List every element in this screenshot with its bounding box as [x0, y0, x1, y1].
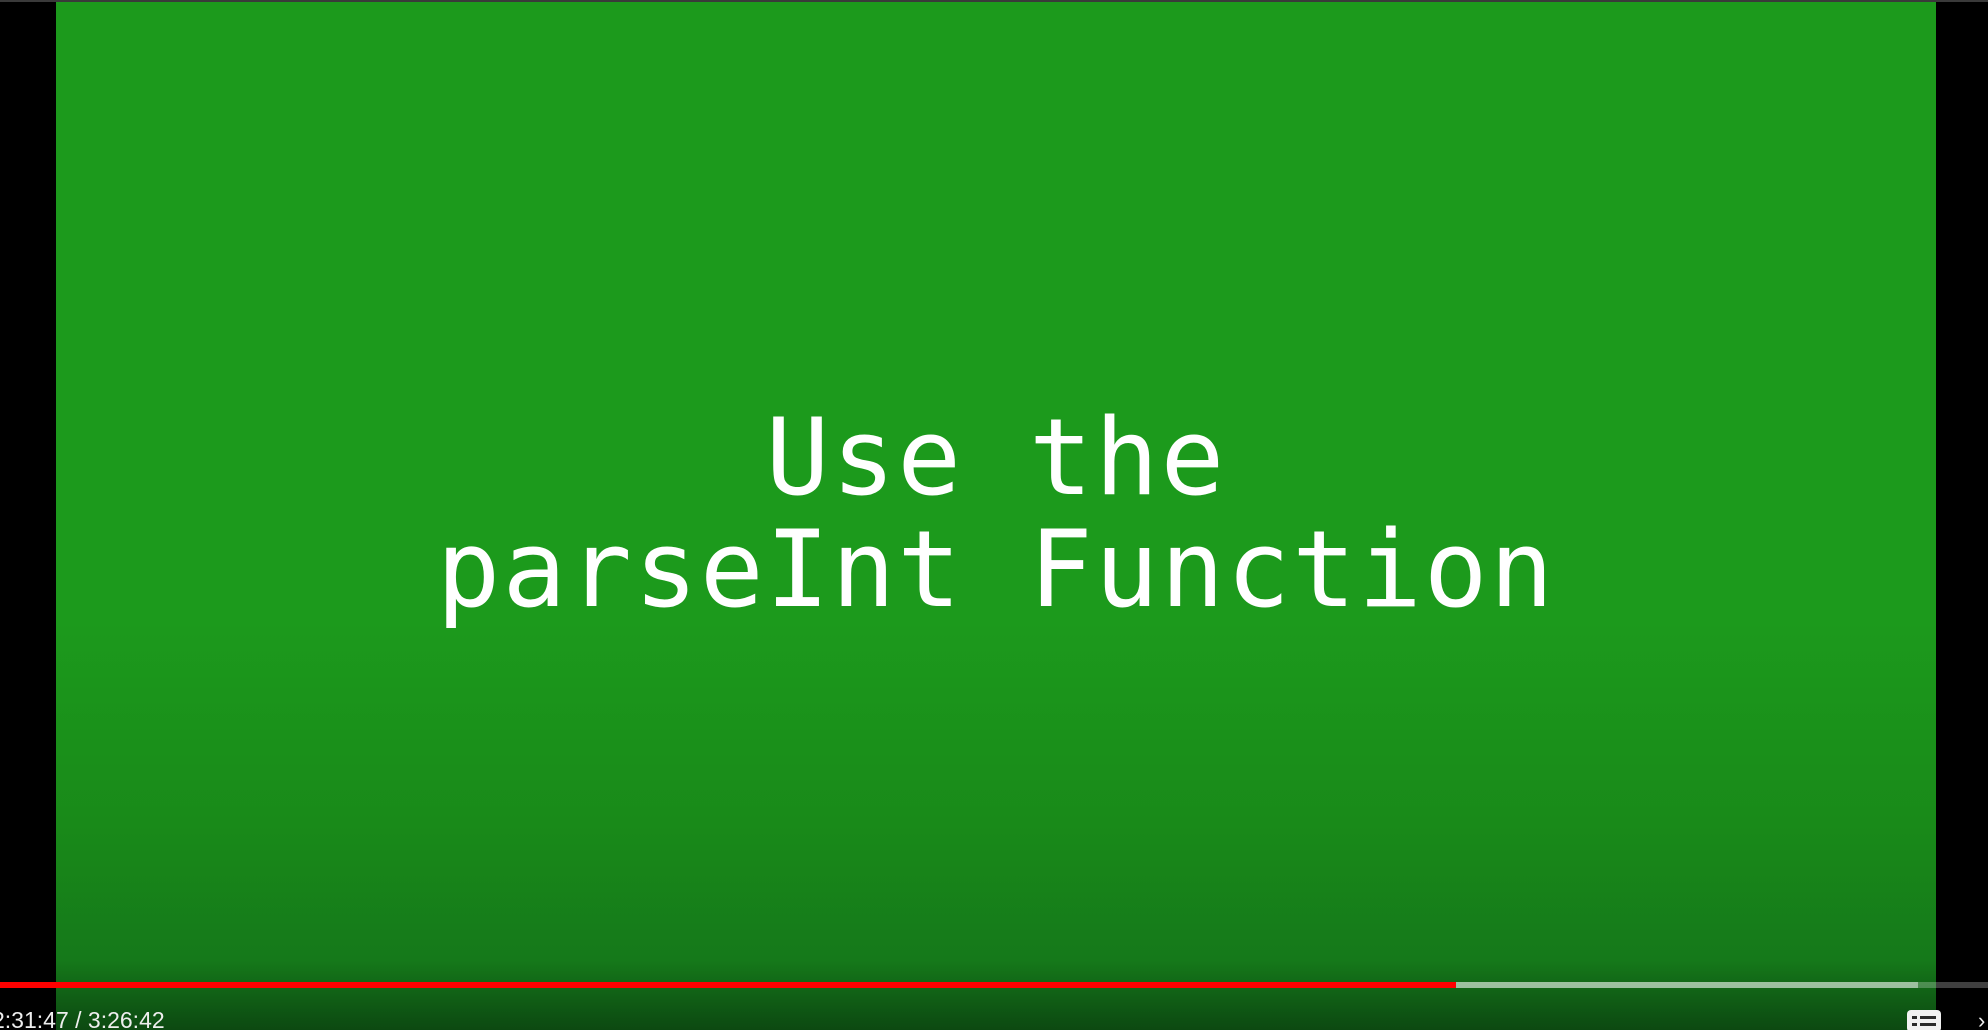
- controls-gradient: [0, 960, 1988, 1030]
- chapters-list-icon[interactable]: [1907, 1010, 1941, 1030]
- player-top-border: [0, 0, 1988, 2]
- overflow-button-edge[interactable]: ›: [1978, 1008, 1986, 1030]
- slide-title-line-2: parseInt Function: [436, 508, 1556, 631]
- progress-bar[interactable]: [0, 982, 1988, 988]
- time-display: 2:31:47 / 3:26:42: [0, 1006, 165, 1030]
- current-time: 2:31:47: [0, 1007, 69, 1030]
- slide-title: Use the parseInt Function: [56, 402, 1936, 626]
- time-separator: /: [68, 1007, 88, 1030]
- duration: 3:26:42: [87, 1007, 165, 1030]
- progress-played: [0, 982, 1457, 988]
- slide-title-line-1: Use the: [765, 396, 1227, 519]
- video-frame[interactable]: Use the parseInt Function: [56, 2, 1936, 1030]
